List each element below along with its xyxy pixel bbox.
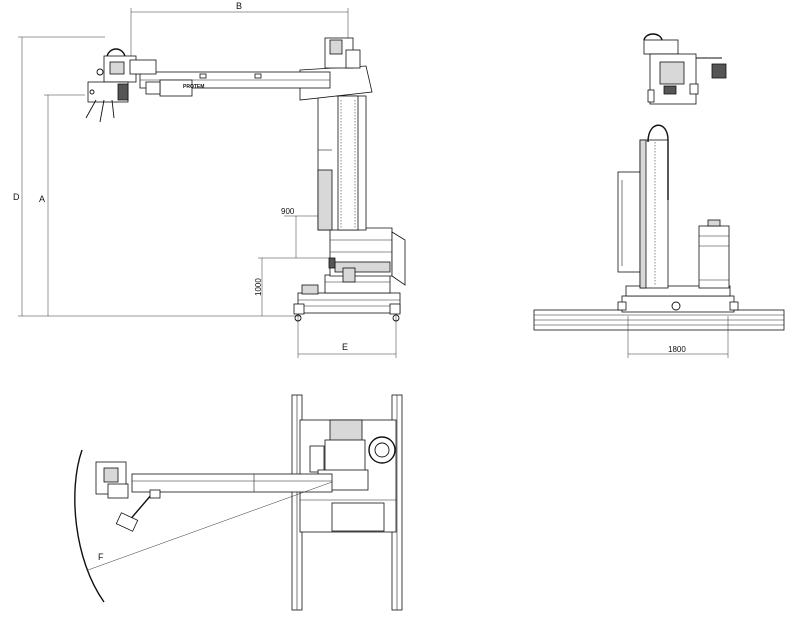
top-view: F [74,394,403,611]
dimension-f-label: F [98,552,104,562]
dimension-900-label: 900 [281,207,295,216]
dimension-d: D [13,36,105,316]
boom-carriage [299,37,373,101]
horizontal-boom: PROTEM [139,71,331,97]
base-carriage [293,274,401,322]
side-view: B D A 900 1000 [13,1,406,358]
welding-head [85,48,161,123]
control-cabinet [617,171,643,273]
dimension-a: A [39,94,85,316]
top-head [95,461,161,532]
vertical-column [317,95,367,231]
hose-loop [647,124,669,200]
dimension-b: B [130,1,349,60]
front-carriage [617,285,739,313]
dimension-1800: 1800 [627,316,729,358]
dimension-1000-label: 1000 [254,278,263,296]
dimension-1800-label: 1800 [668,345,686,354]
front-head [643,33,727,105]
dimension-e: E [297,316,397,358]
dimension-1000: 1000 [254,257,330,316]
flux-drum [698,219,730,289]
front-view: 1800 [533,33,785,358]
brand-plate: PROTEM [183,84,204,90]
front-column [639,139,669,289]
dimension-f: F [74,449,333,603]
top-boom [131,473,333,493]
dimension-d-label: D [13,192,20,202]
dimension-e-label: E [342,342,348,352]
dimension-b-label: B [236,1,242,11]
rail-track [533,309,785,331]
dimension-a-label: A [39,194,45,204]
slewing-drive-box [328,227,406,286]
